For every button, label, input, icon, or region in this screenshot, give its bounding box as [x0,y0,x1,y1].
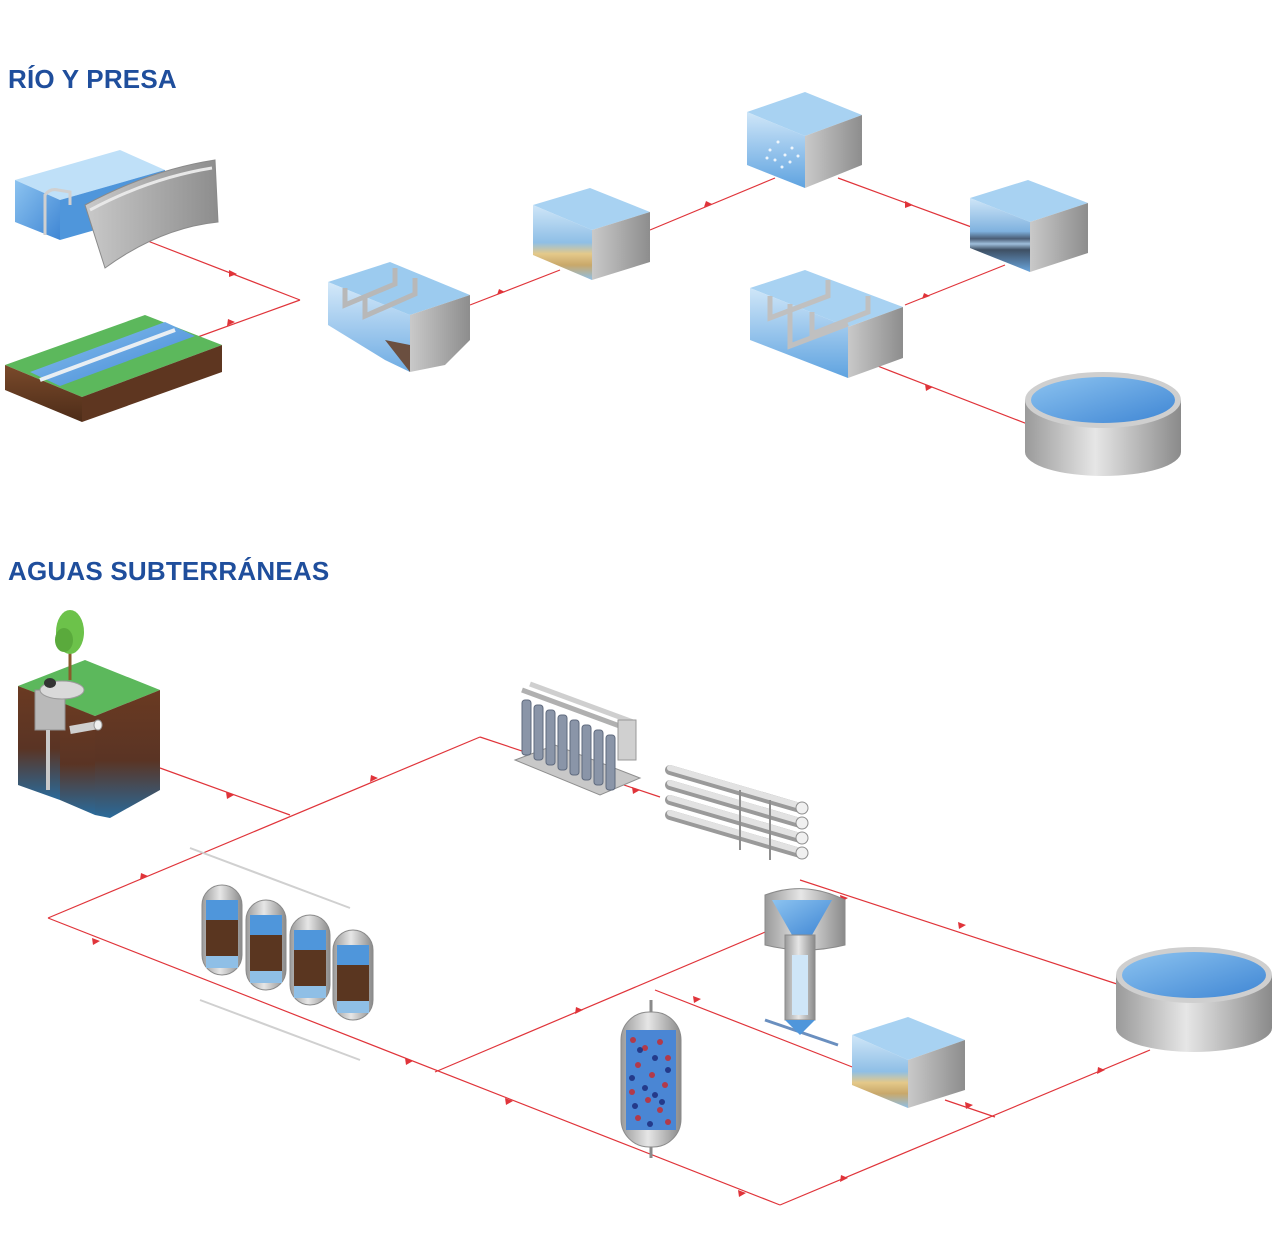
intake-weir-icon [15,150,219,269]
section-title-river-dam: RÍO Y PRESA [8,64,177,94]
ion-exchange-vessel-icon [620,1000,682,1158]
pressure-filter-vessels-icon [189,847,374,1061]
storage-reservoir-icon-2 [1116,947,1272,1052]
pressure-tube-bundle-icon [665,765,809,860]
storage-reservoir-icon-1 [1025,372,1181,476]
sand-filter-tank-icon-2 [852,1017,965,1108]
aeration-tank-icon [747,92,862,188]
clarifier-tower-icon [764,888,846,1047]
groundwell-icon [18,610,160,818]
flow-arrows-river [227,201,933,391]
sedimentation-basin-icon [328,262,470,372]
river-channel-icon [5,315,222,422]
multilayer-filter-tank-icon [970,180,1088,272]
section-title-groundwater: AGUAS SUBTERRÁNEAS [8,556,330,586]
membrane-skid-icon [513,681,642,796]
flow-arrows-ground [92,775,1105,1197]
sand-filter-tank-icon-1 [533,188,650,280]
baffled-basin-icon [750,270,903,378]
flow-lines-river [139,177,1031,426]
